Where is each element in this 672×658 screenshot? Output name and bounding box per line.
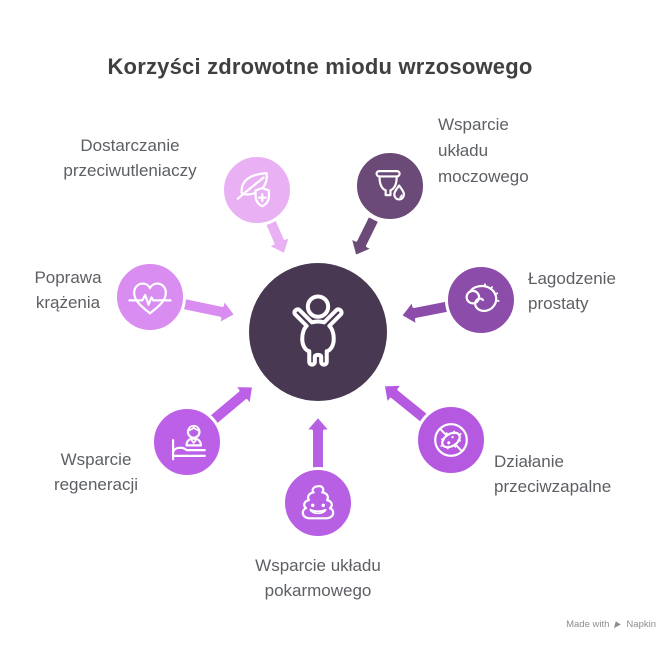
- central-node: [246, 260, 390, 404]
- label-line: Wsparcie układu: [255, 556, 381, 575]
- label-line: krążenia: [35, 293, 101, 312]
- arrow-circulation: [180, 296, 238, 326]
- benefit-label-circulation: Poprawa krążenia: [8, 265, 128, 315]
- label-line: pokarmowego: [264, 581, 372, 600]
- benefit-label-regeneration: Wsparcie regeneracji: [20, 447, 172, 497]
- bubble-digestive: [282, 467, 354, 539]
- arrow-antioxidants: [262, 217, 293, 257]
- bubble-urinary: [354, 150, 426, 222]
- label-line: Wsparcie: [438, 115, 509, 134]
- bubble-antioxidants: [221, 154, 293, 226]
- poop-icon: [301, 485, 335, 520]
- arrow-anti-inflammatory: [381, 382, 431, 426]
- label-line: Poprawa: [34, 268, 102, 287]
- bubble-prostate: [445, 264, 517, 336]
- benefit-label-digestive: Wsparcie układu pokarmowego: [188, 553, 448, 603]
- benefit-label-prostate: Łagodzenie prostaty: [528, 266, 663, 316]
- arrow-regeneration: [207, 384, 256, 427]
- page-title: Korzyści zdrowotne miodu wrzosowego: [107, 54, 533, 79]
- label-line: przeciwutleniaczy: [63, 161, 197, 180]
- benefit-label-anti-inflammatory: Działanie przeciwzapalne: [494, 449, 672, 499]
- arrow-digestive: [303, 414, 333, 471]
- label-line: układu: [438, 141, 489, 160]
- watermark-made-with: Made with: [566, 619, 610, 630]
- bubble-anti-inflammatory: [415, 404, 487, 476]
- label-line: Łagodzenie: [528, 269, 616, 288]
- label-line: prostaty: [528, 294, 589, 313]
- prostate-organ-icon: [465, 283, 500, 313]
- heart-pulse-icon: [128, 282, 172, 315]
- napkin-logo-icon: [614, 620, 622, 629]
- label-line: Działanie: [494, 452, 564, 471]
- arrow-urinary: [348, 213, 382, 259]
- bubble-circulation: [114, 261, 186, 333]
- label-line: moczowego: [438, 167, 529, 186]
- benefit-label-antioxidants: Dostarczanie przeciwutleniaczy: [30, 133, 230, 183]
- label-line: Dostarczanie: [80, 136, 180, 155]
- bacteria-crossed-icon: [434, 423, 468, 457]
- person-bed-icon: [172, 424, 206, 461]
- cup-droplet-icon: [375, 170, 405, 201]
- watermark-brand: Napkin: [626, 619, 656, 630]
- person-arms-up-icon: [292, 294, 344, 367]
- label-line: Wsparcie: [60, 450, 132, 469]
- benefit-label-urinary: Wsparcie układu moczowego: [438, 112, 608, 190]
- leaf-shield-icon: [236, 172, 271, 208]
- watermark: Made with Napkin: [566, 619, 656, 630]
- label-line: przeciwzapalne: [494, 477, 612, 496]
- label-line: regeneracji: [53, 475, 139, 494]
- bubble-regeneration: [151, 406, 223, 478]
- arrow-prostate: [398, 298, 451, 328]
